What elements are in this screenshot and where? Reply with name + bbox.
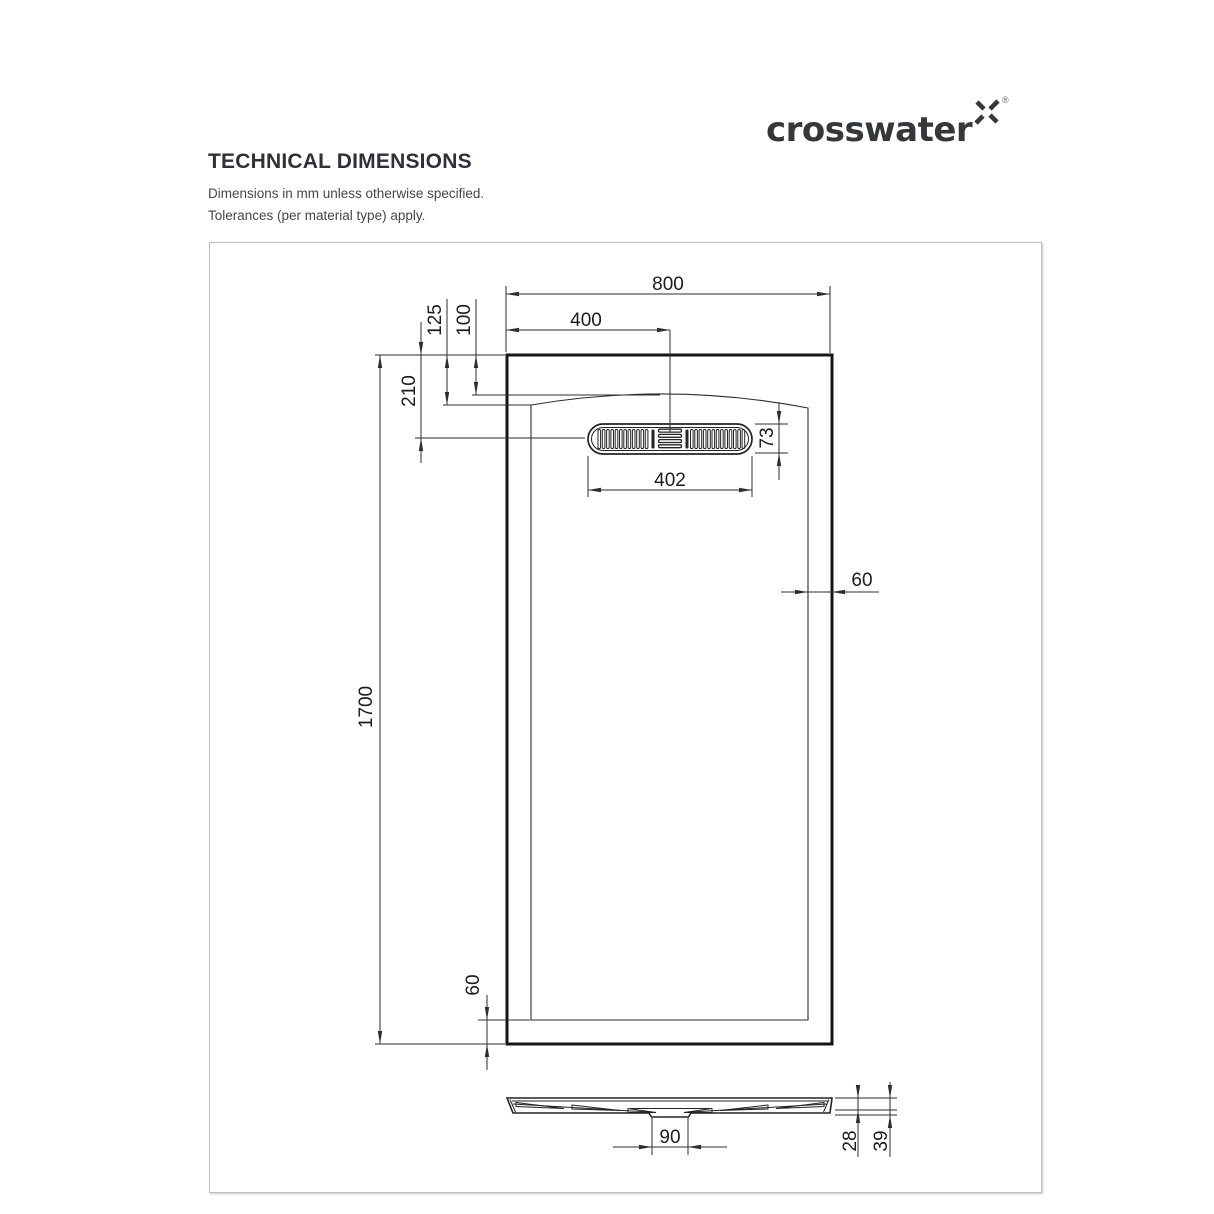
dim-402-label: 402	[654, 470, 686, 491]
drawing-frame	[209, 242, 1042, 1193]
dim-28: 28	[840, 1085, 861, 1157]
dim-90-label: 90	[659, 1127, 680, 1148]
section-detail-lines	[509, 1099, 830, 1113]
dim-210: 210	[399, 322, 424, 463]
dim-60-bottom: 60	[463, 974, 490, 1070]
dim-39: 39	[871, 1082, 893, 1157]
page-title: TECHNICAL DIMENSIONS	[208, 150, 472, 173]
dim-125: 125	[425, 299, 450, 405]
dim-73: 73	[757, 402, 782, 480]
dim-60-right: 60	[781, 570, 879, 595]
tray-plan-view	[505, 353, 834, 1046]
dim-1700: 1700	[356, 355, 383, 1044]
dim-39-label: 39	[871, 1130, 892, 1151]
tray-section-view	[505, 1097, 833, 1118]
dim-100: 100	[454, 299, 479, 395]
dim-210-label: 210	[399, 375, 420, 407]
dim-400: 400	[506, 310, 670, 333]
registered-mark: ®	[1002, 95, 1009, 105]
note-line-2: Tolerances (per material type) apply.	[208, 208, 426, 223]
grate-dark-slot-left	[651, 429, 655, 449]
dim-73-label: 73	[757, 427, 778, 448]
dim-90: 90	[613, 1127, 727, 1150]
grate-slots-left	[597, 429, 649, 449]
tray-inner-edge	[530, 393, 809, 1021]
dim-400-label: 400	[570, 310, 602, 331]
dim-60-right-label: 60	[851, 570, 872, 591]
dim-60-bottom-label: 60	[463, 974, 484, 995]
grate-slots-right	[690, 429, 746, 449]
dim-28-label: 28	[840, 1130, 861, 1151]
dim-125-label: 125	[425, 304, 446, 336]
extension-lines	[375, 286, 897, 1155]
note-line-1: Dimensions in mm unless otherwise specif…	[208, 186, 485, 201]
grate-dark-slot-right	[685, 429, 689, 449]
dim-1700-label: 1700	[356, 686, 377, 728]
tray-outer-edge	[505, 353, 834, 1046]
dim-800: 800	[506, 274, 830, 297]
logo-x-icon: ®	[974, 95, 1009, 125]
section-outline	[505, 1097, 833, 1118]
brand-wordmark: crosswater	[766, 110, 973, 150]
dim-100-label: 100	[454, 304, 475, 336]
dim-402: 402	[588, 470, 752, 493]
crosswater-logo: crosswater ®	[766, 95, 1016, 152]
dim-800-label: 800	[652, 274, 684, 295]
